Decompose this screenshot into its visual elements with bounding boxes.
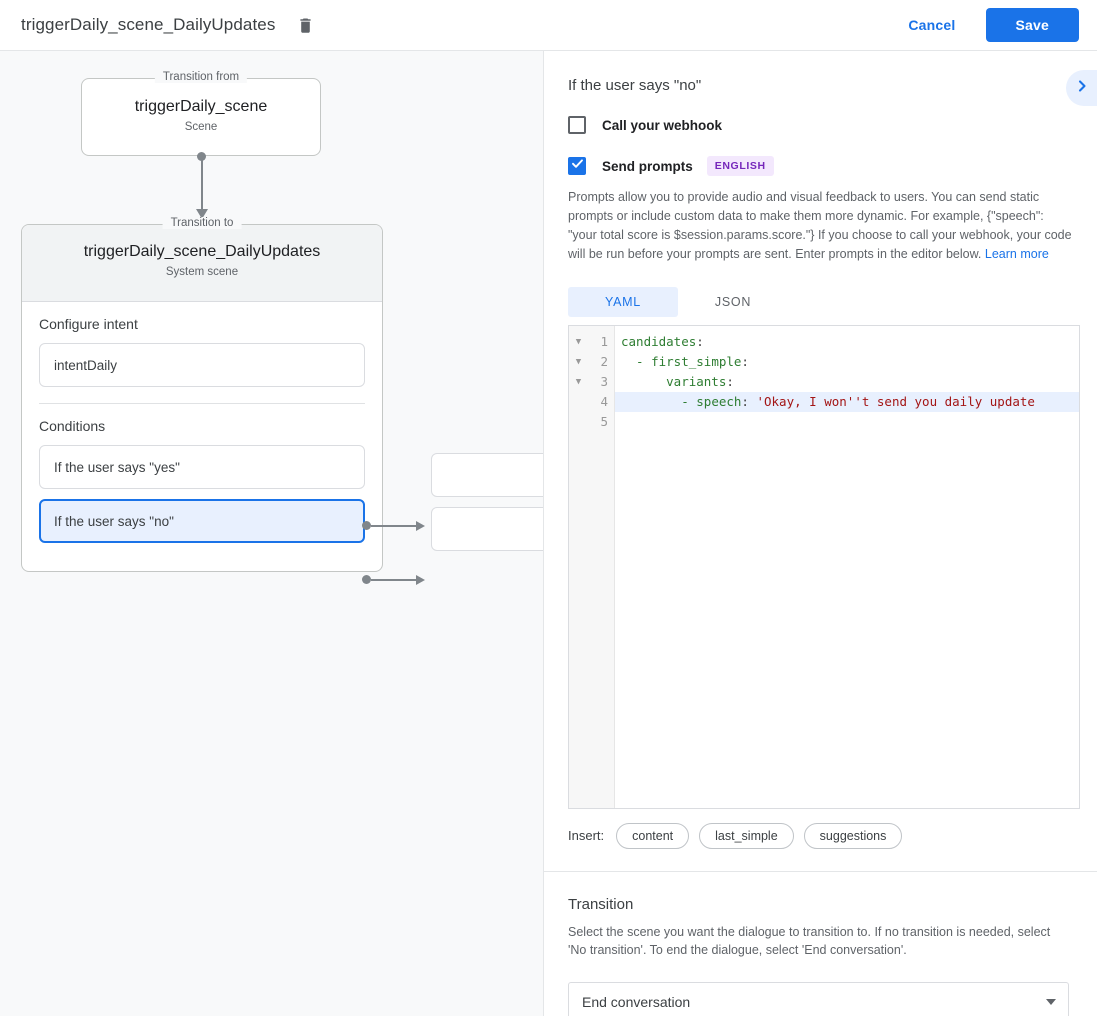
condition-no-connector-line	[371, 579, 417, 581]
to-node-title: triggerDaily_scene_DailyUpdates	[83, 243, 321, 260]
from-node-title: triggerDaily_scene	[134, 98, 268, 115]
insert-chip-last-simple[interactable]: last_simple	[699, 822, 794, 849]
panel-divider	[544, 870, 1097, 872]
target-card-yes[interactable]	[431, 453, 543, 497]
details-panel: If the user says "no" Call your webhook	[543, 51, 1097, 1016]
transition-section: Transition Select the scene you want the…	[544, 872, 1097, 1016]
expand-panel-button[interactable]	[1066, 70, 1097, 106]
code-line-4[interactable]: - speech: 'Okay, I won''t send you daily…	[615, 391, 1079, 412]
editor-format-tabs: YAML JSON	[568, 286, 1097, 317]
delete-button[interactable]	[291, 11, 319, 39]
insert-row: Insert: content last_simple suggestions	[568, 822, 1097, 849]
page-title: triggerDaily_scene_DailyUpdates	[21, 15, 276, 34]
code-token-key-2: first_simple	[651, 353, 742, 369]
transition-description: Select the scene you want the dialogue t…	[568, 924, 1051, 958]
code-line-2[interactable]: - first_simple:	[615, 352, 1079, 372]
condition-yes-arrow-icon	[416, 521, 425, 531]
to-node-subtitle: System scene	[165, 266, 239, 278]
code-indent-3	[621, 374, 666, 389]
transition-title: Transition	[568, 895, 634, 913]
transition-to-legend: Transition to	[162, 217, 242, 229]
chevron-right-icon	[1075, 79, 1089, 98]
code-token-punct-1: :	[696, 333, 704, 349]
cancel-button[interactable]: Cancel	[908, 17, 956, 33]
fold-marker-5	[569, 412, 588, 432]
section-divider	[39, 403, 365, 404]
code-token-punct-2: :	[741, 353, 749, 369]
webhook-row: Call your webhook	[544, 116, 1097, 134]
intent-value-box[interactable]: intentDaily	[39, 343, 365, 387]
editor-code-area[interactable]: candidates: - first_simple: variants: - …	[615, 326, 1079, 808]
fold-marker-3[interactable]: ▼	[575, 376, 582, 387]
code-indent-4: -	[621, 393, 697, 409]
code-line-5[interactable]	[615, 412, 1079, 432]
code-token-key-3: variants	[666, 373, 727, 389]
transition-select-value: End conversation	[582, 994, 691, 1010]
line-number-2: 2	[600, 353, 608, 369]
call-webhook-checkbox[interactable]	[568, 116, 586, 134]
condition-no-connector-dot	[362, 575, 371, 584]
prompts-description-text: Prompts allow you to provide audio and v…	[568, 190, 1072, 262]
code-token-punct-3: :	[726, 373, 734, 389]
graph-canvas[interactable]: Transition from triggerDaily_scene Scene…	[0, 51, 543, 1016]
save-button[interactable]: Save	[985, 8, 1079, 42]
code-token-key-1: candidates	[621, 333, 697, 349]
fold-marker-1[interactable]: ▼	[575, 336, 582, 347]
insert-label: Insert:	[568, 828, 605, 843]
line-number-1: 1	[600, 333, 608, 349]
prompts-description: Prompts allow you to provide audio and v…	[568, 188, 1073, 265]
editor-fold-gutter[interactable]: ▼ ▼ ▼	[569, 325, 588, 808]
edge-source-dot	[197, 152, 206, 161]
edge-line-vertical	[201, 157, 203, 212]
condition-yes-connector-dot	[362, 521, 371, 530]
to-node-header: triggerDaily_scene_DailyUpdates System s…	[22, 225, 382, 302]
transition-select[interactable]: End conversation	[568, 982, 1069, 1016]
prompt-code-editor[interactable]: ▼ ▼ ▼ 1 2 3 4 5 candidates: - first_simp…	[568, 324, 1080, 809]
line-number-3: 3	[600, 373, 608, 389]
insert-chip-suggestions[interactable]: suggestions	[803, 822, 903, 849]
code-token-value-4: 'Okay, I won''t send you daily update	[756, 393, 1035, 409]
code-line-1[interactable]: candidates:	[615, 332, 1079, 352]
code-line-3[interactable]: variants:	[615, 372, 1079, 392]
tab-yaml[interactable]: YAML	[568, 286, 678, 317]
code-token-punct-4: :	[741, 393, 749, 409]
top-bar-actions: Cancel Save	[894, 8, 1097, 42]
configure-intent-section: Configure intent intentDaily	[22, 302, 382, 404]
language-badge: ENGLISH	[706, 156, 774, 176]
conditions-section: Conditions If the user says "yes" If the…	[22, 404, 382, 543]
from-node-subtitle: Scene	[184, 121, 218, 133]
edge-arrow-down-icon	[196, 209, 208, 219]
code-token-key-4: speech	[696, 393, 742, 409]
transition-from-node[interactable]: Transition from triggerDaily_scene Scene	[81, 71, 321, 156]
line-number-5: 5	[600, 413, 608, 429]
code-indent-2: -	[621, 353, 652, 369]
send-prompts-checkbox[interactable]	[568, 157, 586, 175]
send-prompts-row: Send prompts ENGLISH	[544, 156, 1097, 176]
condition-yes-connector-line	[371, 525, 417, 527]
condition-item-no[interactable]: If the user says "no"	[39, 499, 365, 543]
fold-marker-4	[569, 392, 588, 412]
fold-marker-2[interactable]: ▼	[575, 356, 582, 367]
configure-intent-label: Configure intent	[39, 316, 138, 332]
check-icon	[571, 157, 584, 175]
transition-to-node[interactable]: Transition to triggerDaily_scene_DailyUp…	[21, 217, 383, 572]
insert-chip-content[interactable]: content	[616, 822, 690, 849]
top-bar: triggerDaily_scene_DailyUpdates Cancel S…	[0, 0, 1097, 51]
condition-no-arrow-icon	[416, 575, 425, 585]
caret-down-icon	[1046, 999, 1056, 1005]
target-card-no[interactable]	[431, 507, 543, 551]
learn-more-link[interactable]: Learn more	[984, 247, 1049, 262]
condition-item-yes[interactable]: If the user says "yes"	[39, 445, 365, 489]
panel-title: If the user says "no"	[568, 77, 702, 94]
panel-header: If the user says "no"	[544, 51, 1097, 106]
tab-json[interactable]: JSON	[714, 294, 752, 309]
send-prompts-label: Send prompts	[602, 158, 693, 174]
transition-from-legend: Transition from	[154, 71, 248, 83]
line-number-4: 4	[600, 393, 608, 409]
call-webhook-label: Call your webhook	[602, 117, 723, 133]
trash-icon	[297, 16, 314, 34]
conditions-label: Conditions	[39, 418, 106, 434]
editor-line-numbers: 1 2 3 4 5	[588, 325, 615, 808]
